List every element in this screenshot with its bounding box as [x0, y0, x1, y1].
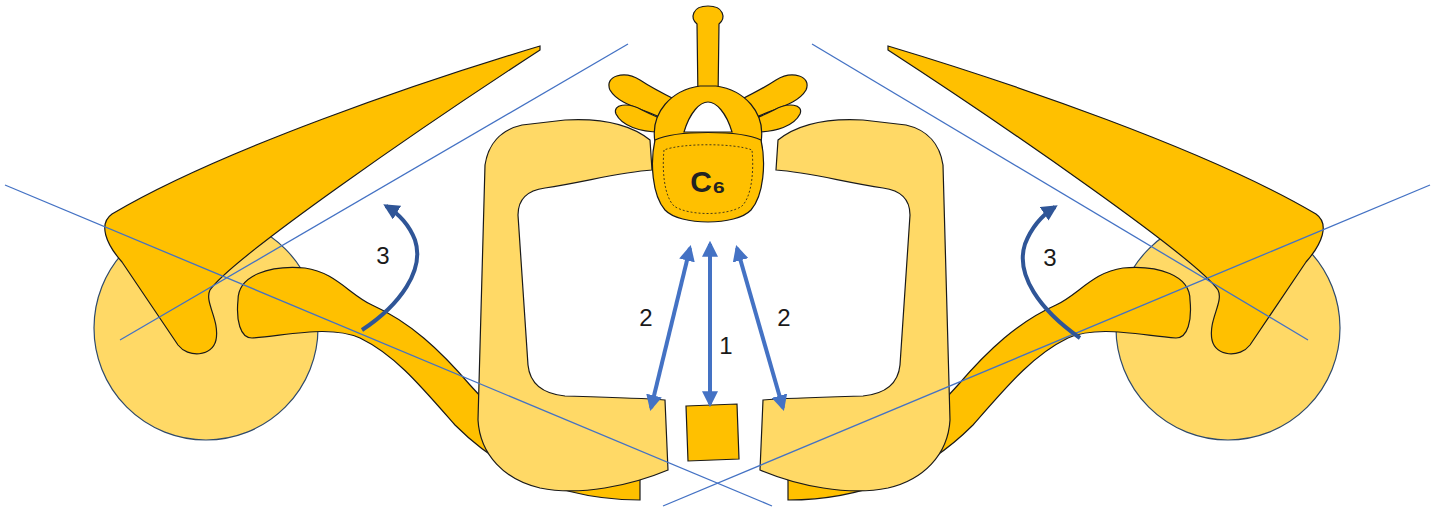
curved-arrow [362, 206, 417, 330]
callout-number: 1 [719, 332, 732, 359]
reference-lines [5, 44, 1430, 506]
vertebral-endplate [663, 145, 752, 214]
clavicle-axis-line [663, 185, 1430, 506]
first-rib [478, 120, 668, 491]
label-holder: 2 [777, 306, 790, 330]
callout-number: 3 [1043, 244, 1056, 271]
scapula-axis-line [812, 44, 1308, 340]
vertebra [609, 6, 807, 222]
rotation-arrows [362, 206, 1080, 338]
label-holder: 2 [639, 306, 652, 330]
label-holder: 3 [1043, 246, 1056, 270]
left-first-rib [478, 120, 668, 491]
manubrium [686, 404, 739, 461]
double-arrow [737, 248, 783, 408]
double-arrow [651, 248, 690, 408]
distance-arrows [651, 244, 783, 408]
vertebra-label: C₆ [690, 165, 725, 198]
clavicle-axis-line [5, 185, 772, 506]
callout-number: 2 [639, 304, 652, 331]
first-rib [760, 120, 950, 491]
callout-number: 2 [777, 304, 790, 331]
scapula-axis-line [120, 44, 628, 340]
label-holder: 1 [719, 334, 732, 358]
callout-number: 3 [376, 242, 389, 269]
vertebral-body [652, 133, 763, 223]
vertebral-foramen [684, 102, 732, 132]
double-arrow [708, 244, 712, 404]
curved-arrow [1023, 207, 1080, 338]
right-first-rib [760, 120, 950, 491]
label-holder: 3 [376, 244, 389, 268]
label-holder: C₆ [690, 167, 725, 197]
